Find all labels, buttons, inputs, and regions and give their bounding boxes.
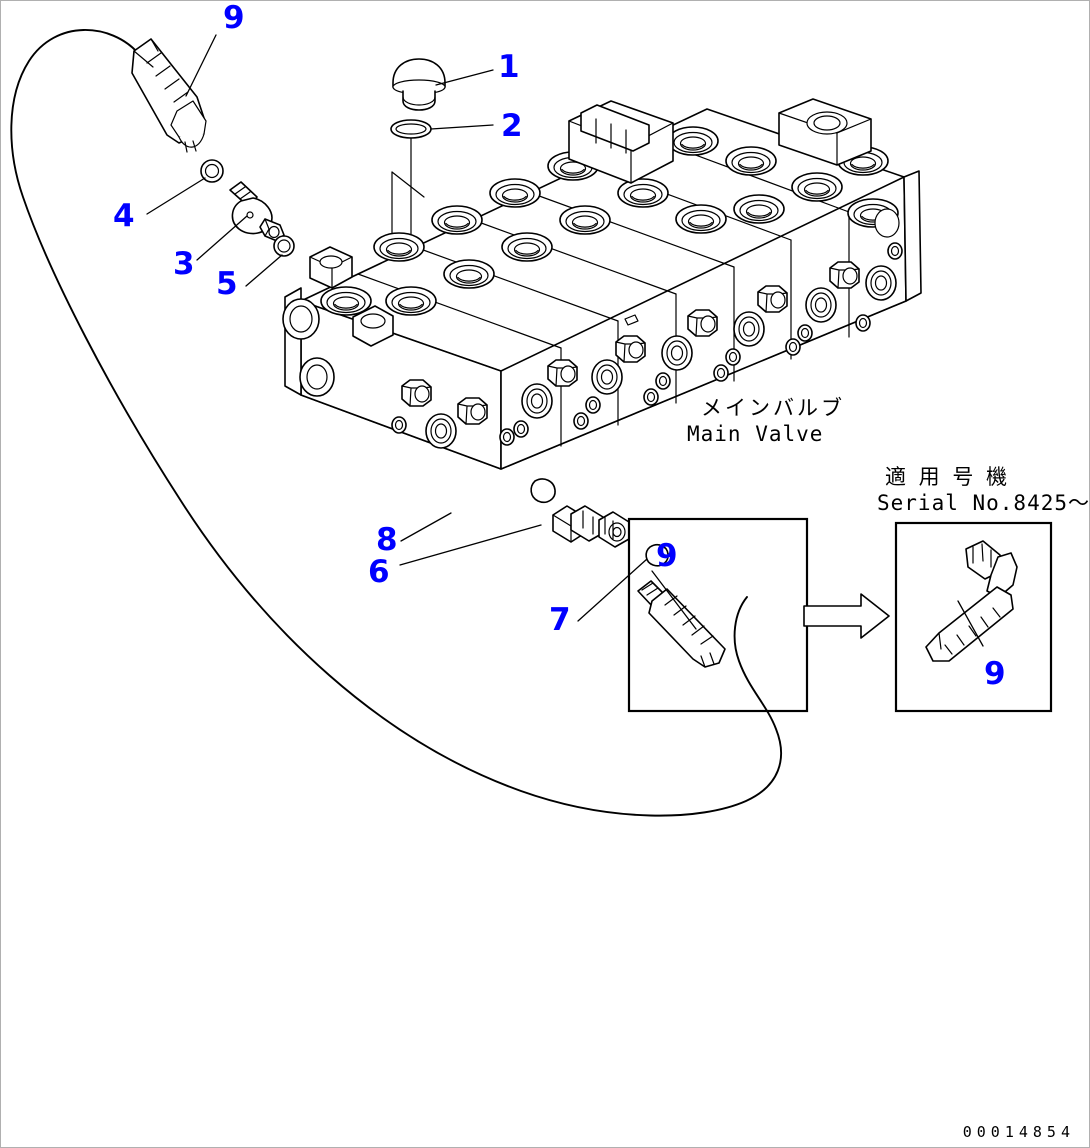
detail-box-serial-variant	[894, 521, 1053, 713]
valve-inlet-manifold	[568, 100, 674, 184]
callout-8[interactable]: 8	[376, 522, 398, 558]
main-valve-label-jp: メインバルブ	[701, 396, 845, 420]
callout-9-detail[interactable]: 9	[656, 538, 678, 574]
part-3-valve-fitting	[229, 181, 285, 242]
hydraulic-hose	[10, 29, 782, 817]
hose-end-fitting-upper	[131, 38, 207, 153]
callout-7[interactable]: 7	[549, 602, 571, 638]
callout-2[interactable]: 2	[501, 108, 523, 144]
main-valve-label-en: Main Valve	[687, 422, 824, 446]
callout-9-elbow[interactable]: 9	[984, 656, 1006, 692]
part-6-adapter-fitting	[552, 505, 630, 548]
part-8-o-ring	[530, 478, 556, 504]
valve-right-end	[874, 170, 922, 302]
valve-rear-cap	[778, 98, 872, 166]
part-5-o-ring	[273, 235, 295, 257]
leader-lines	[146, 34, 984, 647]
serial-label-jp: 適 用 号 機	[885, 465, 1011, 489]
callout-5[interactable]: 5	[216, 266, 238, 302]
callout-9-upper[interactable]: 9	[223, 0, 245, 36]
valve-left-end	[282, 246, 394, 397]
serial-label-en: Serial No.8425～	[877, 491, 1090, 515]
callout-3[interactable]: 3	[173, 246, 195, 282]
hose-end-fitting-elbow	[925, 540, 1018, 662]
part-1-plug-cap	[392, 58, 446, 111]
main-valve-block	[282, 98, 922, 470]
transition-arrow	[803, 593, 890, 639]
part-4-o-ring	[200, 159, 224, 183]
callout-4[interactable]: 4	[113, 198, 135, 234]
drawing-number: 00014854	[962, 1123, 1075, 1141]
callout-6[interactable]: 6	[368, 554, 390, 590]
callout-1[interactable]: 1	[498, 49, 520, 85]
hose-end-fitting-detail	[637, 580, 726, 668]
part-7-o-ring	[645, 544, 669, 567]
